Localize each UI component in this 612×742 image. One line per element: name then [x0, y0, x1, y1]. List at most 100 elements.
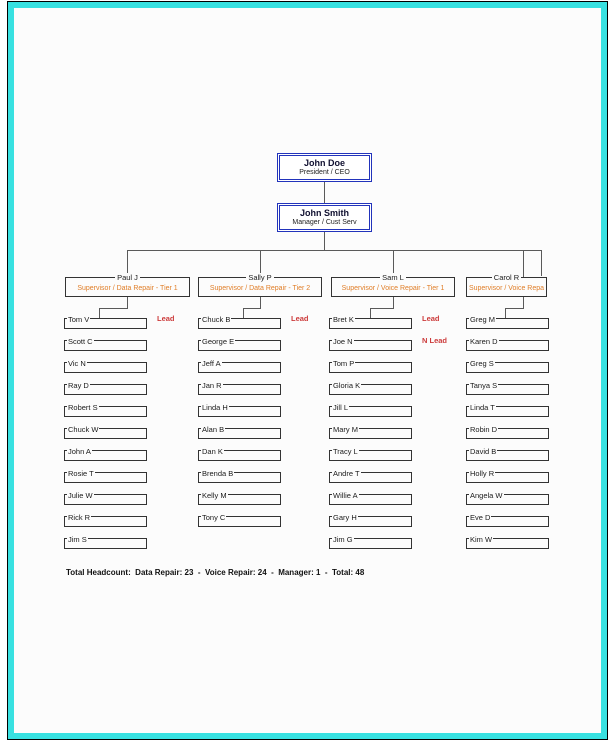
member-name: Tony C — [201, 513, 227, 522]
connector-team-elbow-h — [99, 308, 128, 309]
ceo-title: President / CEO — [299, 169, 350, 176]
member-box: Holly R — [466, 469, 549, 483]
member-name: Kelly M — [201, 491, 228, 500]
member-box: Joe N — [329, 337, 412, 351]
supervisor-name: Paul J — [66, 273, 189, 282]
member-box: Mary M — [329, 425, 412, 439]
member-box: Tony C — [198, 513, 281, 527]
member-name: Rick R — [67, 513, 92, 522]
lead-badge: Lead — [291, 314, 309, 323]
member-box: Angela W — [466, 491, 549, 505]
member-name: Tom V — [67, 315, 91, 324]
manager-box: John Smith Manager / Cust Serv — [277, 203, 372, 232]
member-box: Scott C — [64, 337, 147, 351]
lead-badge: Lead — [157, 314, 175, 323]
member-box: Jim S — [64, 535, 147, 549]
member-box: Greg M — [466, 315, 549, 329]
connector-team-elbow-v1 — [260, 297, 261, 308]
member-name: Alan B — [201, 425, 226, 434]
headcount-summary: Total Headcount: Data Repair: 23 - Voice… — [66, 568, 365, 577]
member-name: Robin D — [469, 425, 499, 434]
member-box: Eve D — [466, 513, 549, 527]
connector-team-elbow-v1 — [523, 297, 524, 308]
member-box: Vic N — [64, 359, 147, 373]
member-name: Linda H — [201, 403, 229, 412]
connector-rail — [127, 250, 541, 251]
member-name: Joe N — [332, 337, 354, 346]
member-box: Alan B — [198, 425, 281, 439]
member-name: David B — [469, 447, 498, 456]
member-name: Tom P — [332, 359, 356, 368]
member-name: Bret K — [332, 315, 355, 324]
supervisor-role: Supervisor / Voice Repa — [468, 285, 545, 292]
member-name: Karen D — [469, 337, 499, 346]
connector-rail-drop-2 — [393, 250, 394, 277]
member-name: George E — [201, 337, 236, 346]
page-accent-frame — [8, 2, 607, 739]
supervisor-box-2: Sally P Supervisor / Data Repair - Tier 2 — [198, 273, 322, 297]
lead-badge: Lead — [422, 314, 440, 323]
member-box: Julie W — [64, 491, 147, 505]
member-name: Gary H — [332, 513, 358, 522]
member-name: Jim S — [67, 535, 88, 544]
member-name: Andre T — [332, 469, 361, 478]
supervisor-box-3: Sam L Supervisor / Voice Repair - Tier 1 — [331, 273, 455, 297]
supervisor-name-text: Carol R — [491, 273, 522, 282]
member-name: Vic N — [67, 359, 87, 368]
manager-title: Manager / Cust Serv — [292, 219, 357, 226]
member-name: Tanya S — [469, 381, 499, 390]
member-box: Karen D — [466, 337, 549, 351]
member-box: Gloria K — [329, 381, 412, 395]
member-box: Tom V — [64, 315, 147, 329]
member-name: Chuck B — [201, 315, 232, 324]
member-box: Jill L — [329, 403, 412, 417]
connector-team-elbow-h — [370, 308, 394, 309]
member-name: Dan K — [201, 447, 224, 456]
member-name: Greg M — [469, 315, 497, 324]
supervisor-name: Carol R — [467, 273, 546, 282]
member-name: Mary M — [332, 425, 359, 434]
supervisor-role: Supervisor / Data Repair - Tier 1 — [77, 285, 178, 292]
connector-team-elbow-v2 — [243, 308, 244, 318]
supervisor-role: Supervisor / Data Repair - Tier 2 — [209, 285, 311, 292]
supervisor-role: Supervisor / Voice Repair - Tier 1 — [341, 285, 445, 292]
ceo-box: John Doe President / CEO — [277, 153, 372, 182]
member-name: Ray D — [67, 381, 90, 390]
member-box: Chuck W — [64, 425, 147, 439]
connector-rail-drop-1 — [260, 250, 261, 277]
member-name: Jim G — [332, 535, 354, 544]
member-box: Tracy L — [329, 447, 412, 461]
member-box: John A — [64, 447, 147, 461]
supervisor-box-1: Paul J Supervisor / Data Repair - Tier 1 — [65, 273, 190, 297]
connector-team-elbow-v1 — [127, 297, 128, 308]
supervisor-name: Sam L — [332, 273, 454, 282]
member-name: Eve D — [469, 513, 492, 522]
member-box: Jan R — [198, 381, 281, 395]
connector-team-elbow-h — [505, 308, 524, 309]
connector-team-elbow-v2 — [99, 308, 100, 318]
member-box: Gary H — [329, 513, 412, 527]
member-name: Brenda B — [201, 469, 235, 478]
member-name: Rosie T — [67, 469, 95, 478]
member-name: Linda T — [469, 403, 496, 412]
member-box: Dan K — [198, 447, 281, 461]
member-name: Scott C — [67, 337, 94, 346]
connector-team-elbow-v2 — [505, 308, 506, 318]
member-name: Holly R — [469, 469, 496, 478]
supervisor-name-text: Sally P — [246, 273, 274, 282]
connector-team-elbow-v2 — [370, 308, 371, 318]
connector-manager-rail — [324, 232, 325, 250]
supervisor-name-text: Paul J — [115, 273, 140, 282]
member-box: Linda H — [198, 403, 281, 417]
lead-badge: N Lead — [422, 336, 448, 345]
supervisor-name-text: Sam L — [380, 273, 406, 282]
member-box: Rick R — [64, 513, 147, 527]
member-name: Jill L — [332, 403, 350, 412]
member-name: Kim W — [469, 535, 494, 544]
member-box: Willie A — [329, 491, 412, 505]
member-box: Chuck B — [198, 315, 281, 329]
connector-team-elbow-v1 — [393, 297, 394, 308]
